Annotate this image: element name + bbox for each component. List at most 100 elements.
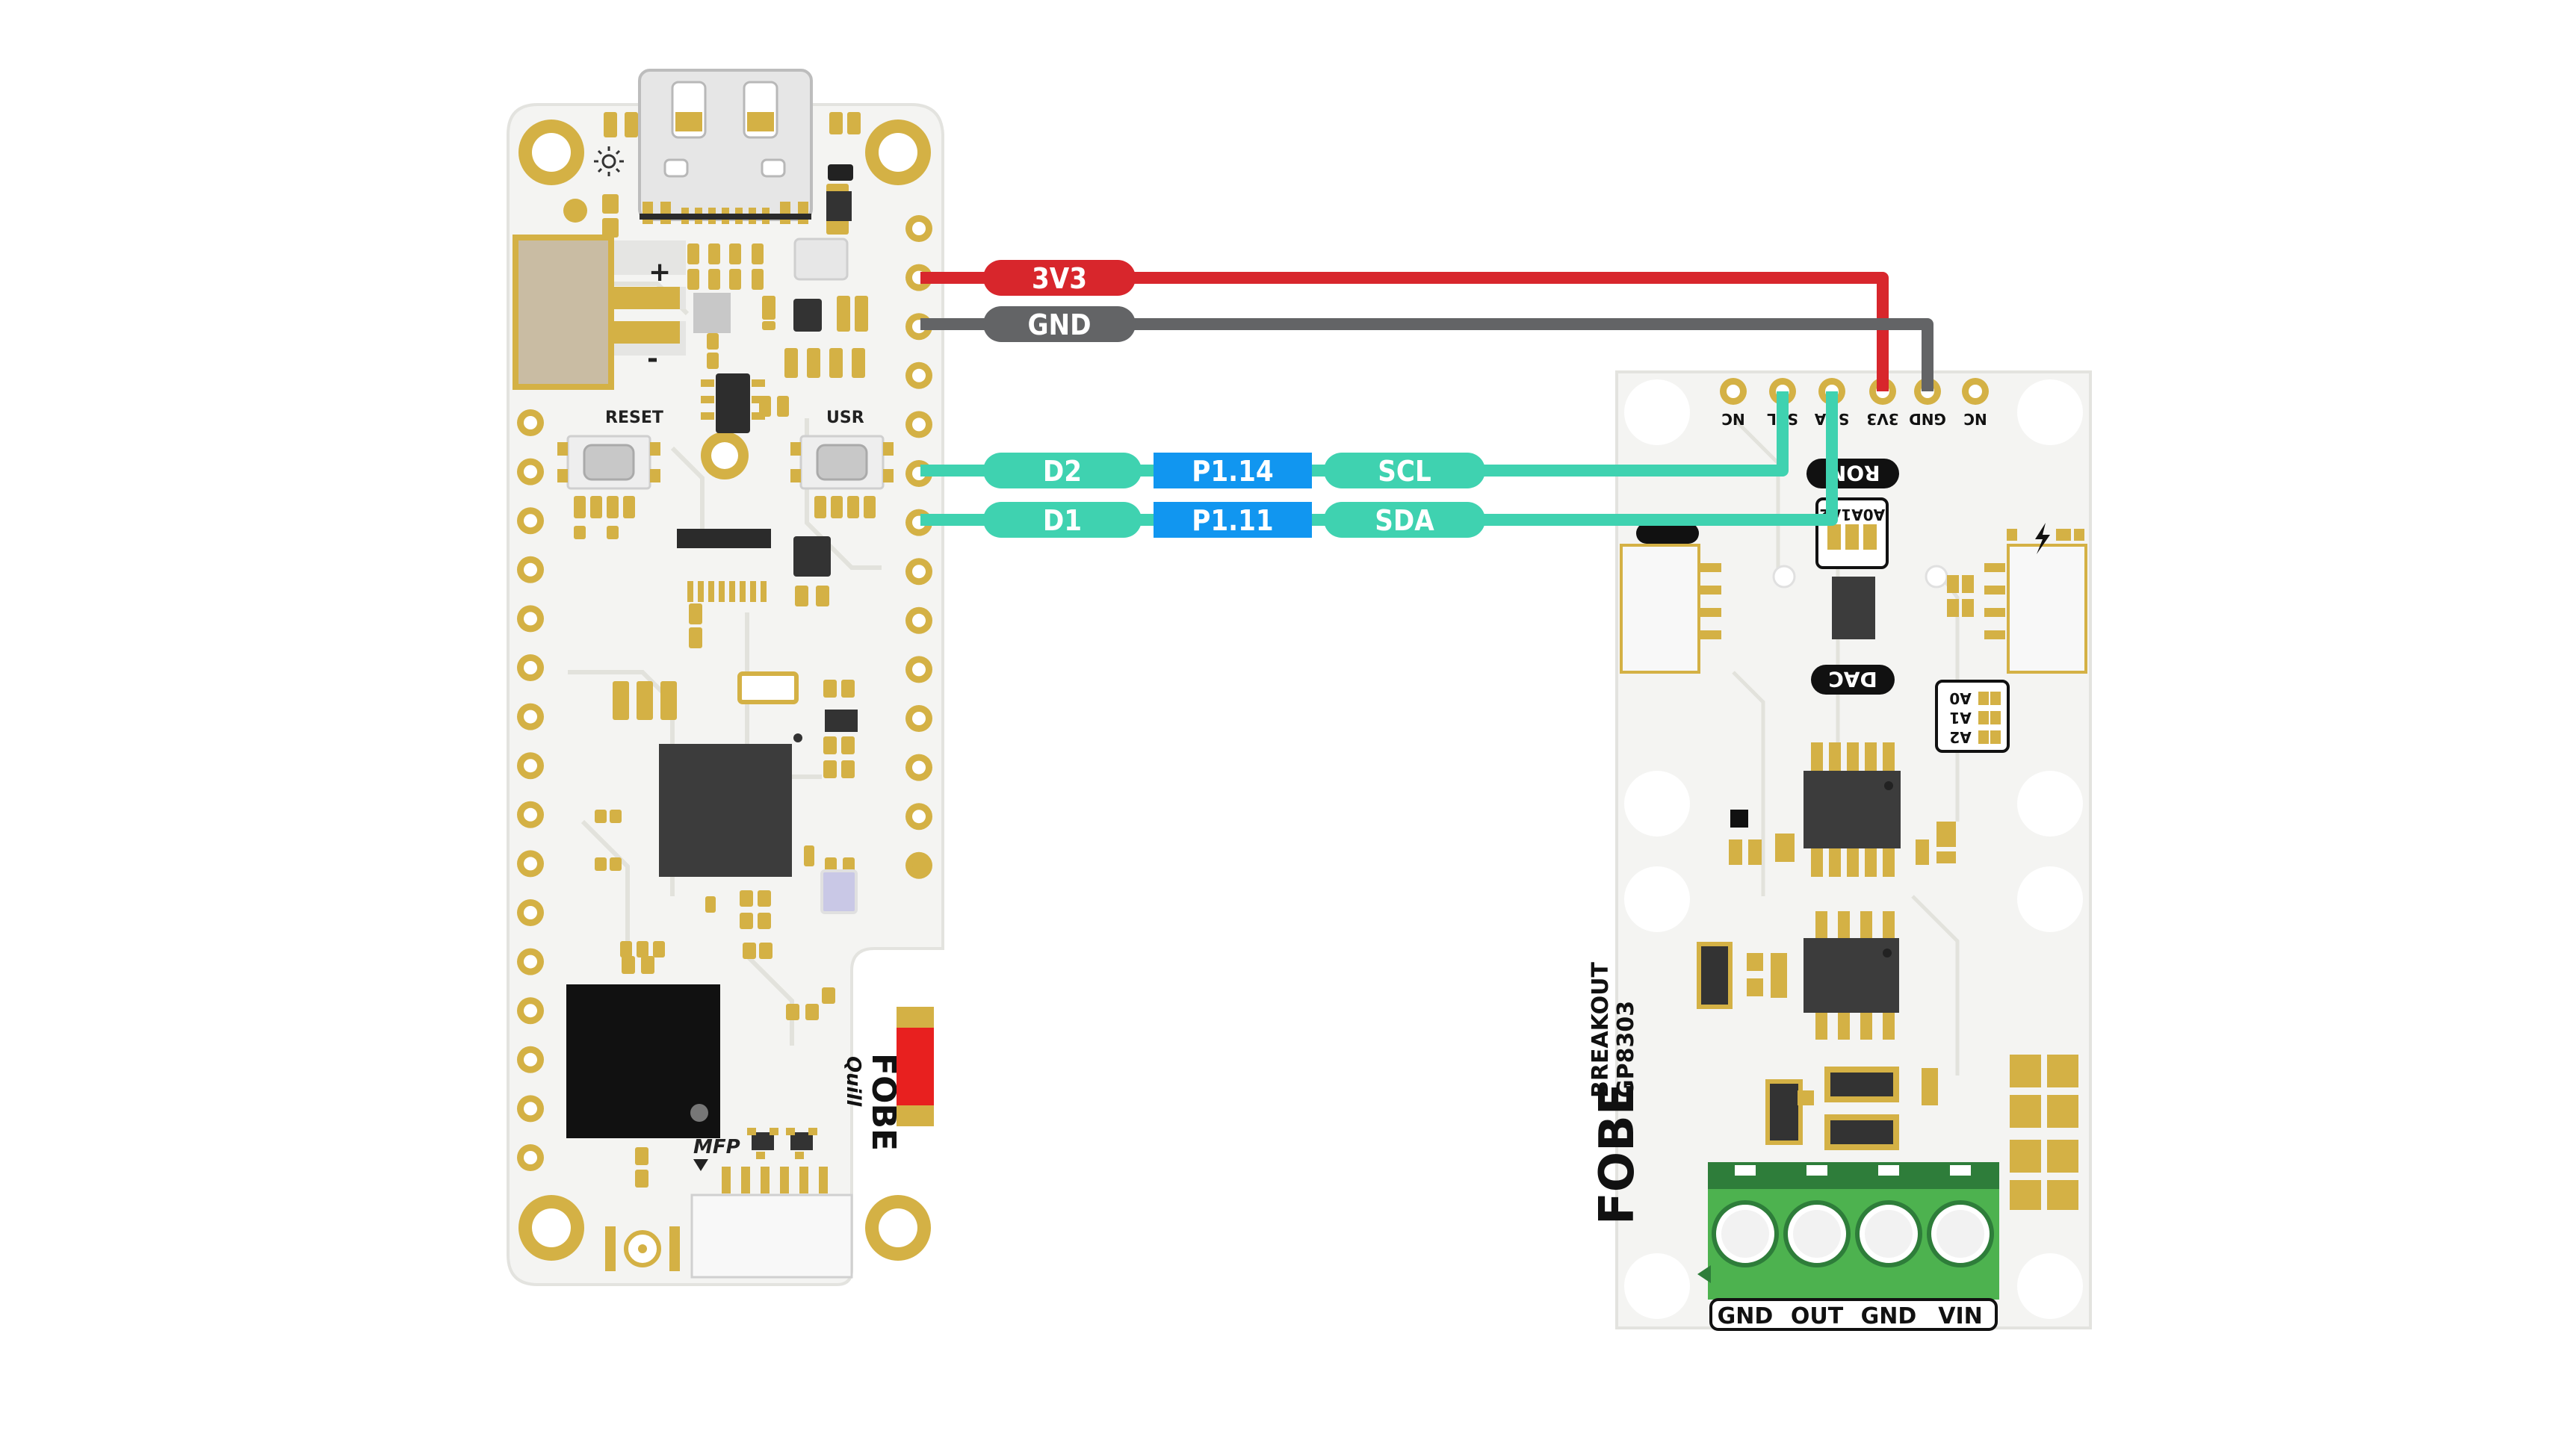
sensor-chip	[793, 536, 831, 577]
smd-components-mid	[574, 496, 876, 539]
reset-label: RESET	[605, 409, 663, 427]
charger-ic	[701, 373, 765, 433]
qwiic-connector-right	[1947, 523, 2087, 674]
quill-mount-holes	[518, 120, 931, 1261]
quill-right-pin	[905, 754, 932, 781]
usr-label: USR	[826, 409, 864, 427]
breakout-title: FOBE BREAKOUT GP8303	[1588, 962, 1645, 1225]
quill-right-pin	[905, 606, 932, 634]
label-3v3-text: 3V3	[1032, 262, 1087, 295]
battery-minus-label: -	[647, 344, 658, 374]
quill-right-pin	[905, 705, 932, 732]
usb-led	[828, 164, 853, 181]
breakout-title-text: BREAKOUT	[1588, 962, 1614, 1098]
dac-pad-label: A1	[1949, 709, 1971, 727]
dac-section: DAC A0A1A2	[1811, 665, 2010, 753]
nrf52840-mcu	[659, 733, 802, 877]
battery-connector: + -	[513, 235, 686, 390]
dac-pad	[1990, 711, 2001, 724]
crystal	[793, 238, 849, 281]
small-ic	[825, 710, 858, 732]
quill-right-pin	[905, 803, 932, 831]
terminal-label: GND	[1718, 1303, 1774, 1329]
opamp-chip	[1803, 911, 1899, 1040]
smd-flash-pads	[622, 956, 654, 974]
crystal-32k	[737, 671, 799, 704]
quill-left-pin	[517, 1046, 544, 1073]
quill-left-pin	[517, 997, 544, 1025]
quill-right-pin	[905, 558, 932, 586]
flash-chip	[566, 984, 720, 1138]
quill-left-pin	[517, 948, 544, 975]
dac-pad	[1978, 730, 1989, 744]
reset-button[interactable]: RESET	[557, 409, 663, 490]
eeprom-chip	[1832, 577, 1875, 639]
lightning-icon	[2035, 523, 2050, 554]
terminal-label: VIN	[1938, 1303, 1983, 1329]
dac-pad-label: A0	[1949, 689, 1971, 707]
mfp-arrow-icon	[693, 1159, 708, 1171]
screw-terminal	[1927, 1165, 1994, 1267]
mfp-switches	[747, 1128, 817, 1159]
breakout-pin-label: GND	[1909, 410, 1946, 428]
screw-terminal	[1855, 1165, 1922, 1267]
fpc-connector	[677, 529, 771, 602]
usb-c-connector	[638, 69, 813, 224]
quill-right-pin	[905, 215, 932, 242]
breakout-pin-label: NC	[1963, 410, 1987, 428]
mfp-label: MFP	[693, 1136, 740, 1158]
quill-left-pin	[517, 850, 544, 878]
regulator	[693, 293, 731, 333]
quill-left-pin	[517, 556, 544, 583]
quill-right-pin	[905, 656, 932, 683]
wire-3v3	[920, 272, 1889, 391]
quill-brand-text: Quill	[842, 1056, 864, 1107]
dac-pad-label: A2	[1949, 728, 1971, 746]
quill-left-pin	[517, 1144, 544, 1171]
ufl-antenna-connector	[605, 1226, 680, 1271]
screw-terminal-block: GND OUT GND VIN	[1697, 1162, 1999, 1331]
breakout-header-pin	[1962, 378, 1989, 405]
fobe-quill-logo: FOBE Quill	[842, 1053, 902, 1151]
rf-match	[820, 869, 858, 914]
screw-terminal	[1783, 1165, 1851, 1267]
label-scl-group: D2 P1.14 SCL	[983, 453, 1485, 488]
quill-logo-text: FOBE	[864, 1053, 902, 1151]
quill-right-pin	[905, 411, 932, 438]
label-gnd-text: GND	[1027, 308, 1091, 341]
dac-label: DAC	[1828, 667, 1877, 692]
gp8303-chip	[1729, 742, 1956, 877]
label-sda: SDA	[1375, 504, 1434, 537]
qwiic-connector-left	[1620, 523, 1721, 674]
fuse-component	[897, 1007, 934, 1126]
dac-pad	[1978, 692, 1989, 705]
quill-left-pin	[517, 801, 544, 828]
label-p1-11: P1.11	[1192, 504, 1273, 537]
breakout-logo-text: FOBE	[1590, 1082, 1645, 1225]
quill-left-pin	[517, 703, 544, 730]
smd-bottom-pads	[635, 1147, 648, 1188]
quill-left-pin	[517, 458, 544, 485]
quill-header-pins	[517, 215, 932, 1171]
quill-right-pin	[905, 851, 932, 879]
terminal-label: OUT	[1791, 1303, 1844, 1329]
label-3v3: 3V3	[983, 260, 1136, 296]
breakout-mount-holes	[1624, 379, 2083, 1319]
quill-left-pin	[517, 899, 544, 926]
dac-pad	[1978, 711, 1989, 724]
usr-button[interactable]: USR	[790, 409, 894, 490]
smd-components-lower	[595, 586, 855, 1020]
label-gnd: GND	[983, 306, 1136, 342]
quill-right-pin	[905, 361, 932, 389]
dac-pad	[1990, 730, 2001, 744]
quill-left-pin	[517, 605, 544, 633]
label-d2: D2	[1043, 455, 1082, 488]
quill-left-pin	[517, 654, 544, 681]
wires: 3V3 GND D2 P1.14 SCL D1 P1.11 SDA	[920, 260, 1933, 538]
quill-left-pin	[517, 409, 544, 436]
quill-left-pin	[517, 752, 544, 780]
terminal-label: GND	[1861, 1303, 1917, 1329]
breakout-part-text: GP8303	[1613, 1001, 1639, 1098]
breakout-smd-components	[1697, 942, 2078, 1210]
